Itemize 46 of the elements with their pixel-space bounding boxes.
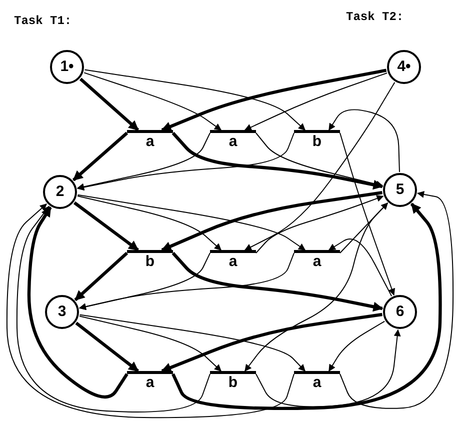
arrow bbox=[79, 78, 140, 132]
arrow bbox=[75, 322, 139, 372]
arrow bbox=[172, 252, 384, 312]
transition-bar: a bbox=[210, 250, 256, 274]
arrow bbox=[6, 204, 294, 418]
arrow bbox=[244, 202, 388, 372]
transition-bar: b bbox=[294, 130, 340, 154]
arrow bbox=[256, 195, 384, 254]
arrow bbox=[79, 314, 306, 372]
arrow bbox=[16, 206, 210, 412]
transition-bar: a bbox=[127, 371, 173, 395]
transition-bar: b bbox=[127, 250, 173, 274]
arrow bbox=[161, 68, 387, 132]
arrow bbox=[84, 72, 222, 130]
arrow bbox=[244, 72, 388, 131]
arrow bbox=[79, 316, 222, 372]
arrow bbox=[72, 132, 128, 182]
arrow bbox=[244, 82, 396, 250]
arrow bbox=[328, 109, 400, 172]
arrow bbox=[328, 320, 386, 372]
arrow bbox=[256, 132, 384, 188]
arrow bbox=[74, 252, 128, 302]
transition-bar: a bbox=[127, 130, 173, 154]
arrow bbox=[256, 329, 401, 408]
task-heading: Task T1: bbox=[14, 13, 72, 30]
arrow bbox=[84, 69, 306, 130]
arrow bbox=[76, 132, 210, 190]
transition-bar: b bbox=[210, 371, 256, 395]
transition-bar: a bbox=[294, 371, 340, 395]
arrow bbox=[78, 252, 294, 310]
arrow bbox=[340, 132, 396, 296]
arrow bbox=[340, 202, 388, 254]
transition-bar: a bbox=[210, 130, 256, 154]
arrow bbox=[328, 238, 392, 297]
arrow bbox=[161, 191, 382, 252]
arrow bbox=[172, 202, 442, 410]
arrow bbox=[78, 252, 210, 310]
arrow bbox=[77, 194, 306, 250]
arrow bbox=[172, 132, 384, 190]
arrow bbox=[77, 196, 222, 250]
arrow bbox=[340, 190, 454, 409]
arrow bbox=[73, 201, 139, 252]
arrow bbox=[161, 312, 382, 372]
arrow bbox=[77, 132, 294, 191]
task-heading: Task T2: bbox=[346, 9, 404, 26]
transition-bar: a bbox=[294, 250, 340, 274]
